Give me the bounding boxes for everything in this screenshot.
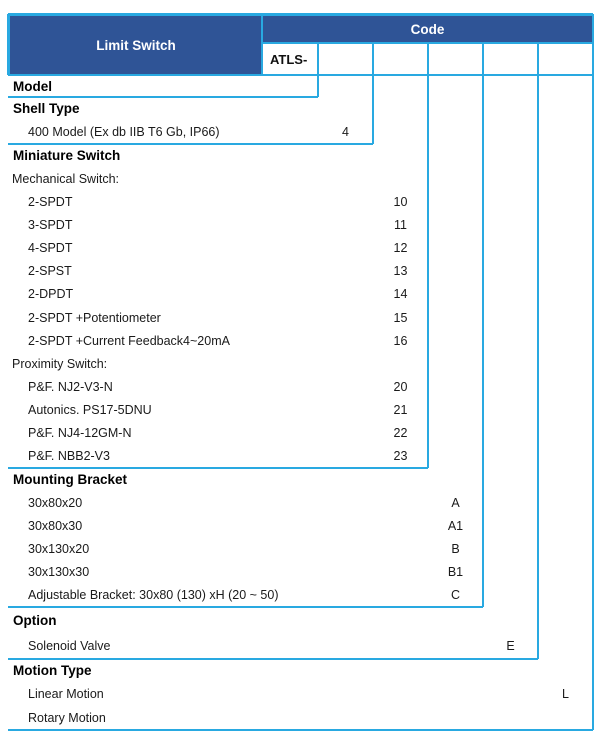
code-value: A: [451, 495, 460, 510]
option-label: 30x80x30: [28, 518, 83, 533]
code-value: 23: [393, 449, 408, 464]
prefix-cell: ATLS-: [262, 43, 318, 75]
code-value: 22: [393, 426, 408, 441]
code-value: A1: [447, 518, 464, 533]
code-value: C: [450, 588, 461, 603]
grid-line-horizontal: [8, 13, 593, 15]
section-title: Mounting Bracket: [13, 472, 128, 488]
section-title: Motion Type: [13, 663, 92, 679]
option-label: 3-SPDT: [28, 217, 73, 232]
option-label: Solenoid Valve: [28, 639, 111, 653]
option-label: 30x130x30: [28, 565, 90, 580]
grid-line-vertical: [261, 14, 263, 75]
option-label: 4-SPDT: [28, 241, 73, 256]
code-value: L: [562, 687, 569, 702]
option-label: 2-SPDT +Current Feedback4~20mA: [28, 333, 230, 348]
limit-switch-header-cell: Limit Switch: [8, 14, 262, 75]
option-label: 400 Model (Ex db IIB T6 Gb, IP66): [28, 125, 220, 140]
code-value: B: [451, 542, 460, 557]
grid-line-horizontal: [8, 467, 428, 469]
option-label: 2-SPST: [28, 264, 72, 279]
code-value: 12: [393, 241, 408, 256]
group-subheader: Mechanical Switch:: [12, 171, 119, 186]
option-label: Autonics. PS17-5DNU: [28, 403, 152, 418]
option-label: 2-SPDT +Potentiometer: [28, 310, 161, 325]
grid-line-horizontal: [8, 74, 593, 76]
grid-line-vertical: [372, 75, 374, 144]
section-title: Shell Type: [13, 101, 80, 117]
grid-line-horizontal: [8, 606, 483, 608]
code-value: 10: [393, 194, 408, 209]
code-value: B1: [447, 565, 464, 580]
grid-line-vertical: [427, 43, 429, 75]
code-value: 15: [393, 310, 408, 325]
grid-line-vertical: [7, 14, 9, 75]
section-title: Model: [13, 78, 52, 94]
grid-line-vertical: [537, 75, 539, 659]
option-label: 30x80x20: [28, 495, 83, 510]
code-value: 4: [342, 125, 349, 140]
option-label: P&F. NJ2-V3-N: [28, 379, 113, 394]
grid-line-vertical: [427, 75, 429, 468]
code-value: 13: [393, 264, 408, 279]
grid-line-vertical: [317, 75, 319, 97]
option-label: 30x130x20: [28, 542, 90, 557]
code-label: Code: [410, 22, 445, 37]
group-subheader: Proximity Switch:: [12, 356, 108, 371]
option-label: 2-SPDT: [28, 194, 73, 209]
code-value: 20: [393, 379, 408, 394]
code-value: 14: [393, 287, 408, 302]
option-label: 2-DPDT: [28, 287, 74, 302]
grid-line-vertical: [482, 75, 484, 607]
grid-line-horizontal: [8, 658, 538, 660]
grid-line-horizontal: [8, 143, 373, 145]
grid-line-vertical: [317, 43, 319, 75]
prefix-label: ATLS-: [270, 51, 308, 67]
grid-line-vertical: [482, 43, 484, 75]
grid-line-horizontal: [8, 729, 593, 731]
grid-line-vertical: [372, 43, 374, 75]
grid-line-horizontal: [8, 96, 318, 98]
limit-switch-label: Limit Switch: [96, 38, 176, 53]
code-value: 16: [393, 333, 408, 348]
code-value: 21: [393, 403, 408, 418]
option-label: Linear Motion: [28, 687, 104, 702]
grid-line-vertical: [592, 14, 594, 730]
code-header-cell: Code: [262, 14, 593, 43]
option-label: Rotary Motion: [28, 711, 106, 726]
grid-line-vertical: [537, 43, 539, 75]
option-label: P&F. NBB2-V3: [28, 449, 110, 464]
section-title: Option: [13, 612, 57, 628]
section-title: Miniature Switch: [13, 148, 121, 164]
code-value: E: [506, 639, 515, 653]
option-label: P&F. NJ4-12GM-N: [28, 426, 132, 441]
code-value: 11: [394, 217, 407, 232]
option-label: Adjustable Bracket: 30x80 (130) xH (20 ~…: [28, 588, 279, 603]
